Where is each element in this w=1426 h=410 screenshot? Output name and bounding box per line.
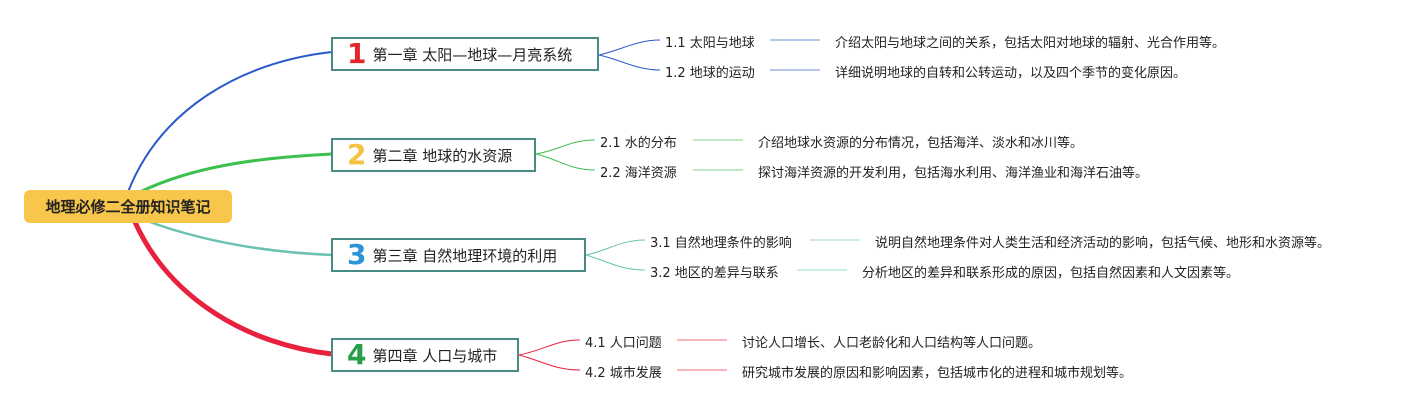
branch-line-ch1 (127, 51, 333, 193)
section-1-1-label[interactable]: 1.1 太阳与地球 (665, 36, 755, 51)
section-4-1-desc[interactable]: 讨论人口增长、人口老龄化和人口结构等人口问题。 (742, 336, 1042, 351)
sub-line-3-2 (585, 254, 646, 271)
sub-line-1-2 (598, 54, 661, 71)
chapter-number-1: 1 (347, 37, 367, 70)
branch-line-ch2 (139, 152, 333, 194)
branch-line-ch3 (149, 220, 333, 257)
section-1-2-label[interactable]: 1.2 地球的运动 (665, 66, 755, 81)
chapter-number-2: 2 (347, 138, 367, 171)
sub-line-4-2 (518, 354, 581, 371)
chapter-3-node[interactable]: 3 第三章 自然地理环境的利用 (331, 238, 586, 272)
section-4-2-desc[interactable]: 研究城市发展的原因和影响因素，包括城市化的进程和城市规划等。 (742, 366, 1133, 381)
section-3-1-desc[interactable]: 说明自然地理条件对人类生活和经济活动的影响，包括气候、地形和水资源等。 (875, 236, 1331, 251)
root-topic-label: 地理必修二全册知识笔记 (45, 198, 211, 216)
section-3-2-label[interactable]: 3.2 地区的差异与联系 (650, 266, 779, 281)
chapter-number-4: 4 (347, 338, 367, 371)
section-2-2-label[interactable]: 2.2 海洋资源 (600, 166, 677, 181)
chapter-title-3: 第三章 自然地理环境的利用 (372, 246, 558, 265)
section-2-1-label[interactable]: 2.1 水的分布 (600, 136, 677, 151)
sub-line-3-1 (585, 239, 646, 256)
section-3-1-label[interactable]: 3.1 自然地理条件的影响 (650, 236, 792, 251)
sub-line-4-1 (518, 339, 581, 356)
sub-line-2-1 (535, 139, 596, 155)
chapter-title-4: 第四章 人口与城市 (372, 346, 498, 365)
sub-line-2-2 (535, 153, 596, 171)
chapter-1-node[interactable]: 1 第一章 太阳—地球—月亮系统 (331, 37, 599, 71)
section-4-2-label[interactable]: 4.2 城市发展 (585, 366, 662, 381)
section-1-1-desc[interactable]: 介绍太阳与地球之间的关系，包括太阳对地球的辐射、光合作用等。 (835, 36, 1226, 51)
chapter-4-node[interactable]: 4 第四章 人口与城市 (331, 338, 519, 372)
branch-line-ch4 (132, 220, 333, 357)
chapter-title-2: 第二章 地球的水资源 (372, 146, 513, 165)
section-2-2-desc[interactable]: 探讨海洋资源的开发利用，包括海水利用、海洋渔业和海洋石油等。 (758, 166, 1149, 181)
section-3-2-desc[interactable]: 分析地区的差异和联系形成的原因，包括自然因素和人文因素等。 (862, 266, 1240, 281)
root-topic[interactable]: 地理必修二全册知识笔记 (24, 190, 232, 223)
chapter-2-node[interactable]: 2 第二章 地球的水资源 (331, 138, 536, 172)
section-2-1-desc[interactable]: 介绍地球水资源的分布情况，包括海洋、淡水和冰川等。 (758, 136, 1084, 151)
section-1-2-desc[interactable]: 详细说明地球的自转和公转运动，以及四个季节的变化原因。 (835, 66, 1187, 81)
sub-line-1-1 (598, 39, 661, 56)
chapter-number-3: 3 (347, 238, 367, 271)
chapter-title-1: 第一章 太阳—地球—月亮系统 (372, 45, 573, 64)
section-4-1-label[interactable]: 4.1 人口问题 (585, 336, 662, 351)
